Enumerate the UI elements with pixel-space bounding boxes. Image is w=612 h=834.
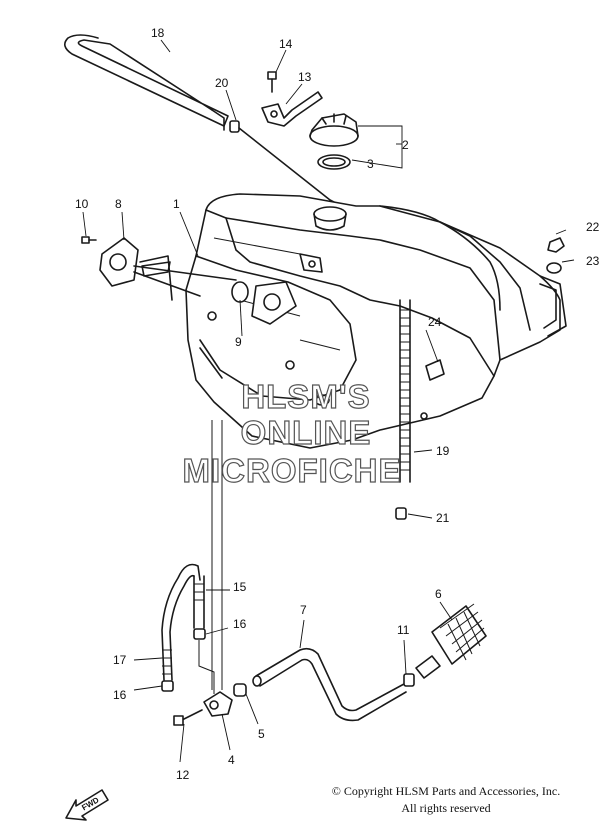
fuel-filter-6 [415, 603, 487, 679]
float-arm [199, 347, 223, 379]
fuel-hose-15 [193, 575, 205, 629]
callout-21: 21 [436, 511, 450, 525]
watermark-line-1: HLSM'S [241, 378, 370, 415]
breather-hose-19 [399, 299, 411, 483]
fuel-hose-17 [161, 563, 201, 681]
breather-hose-18 [64, 34, 229, 131]
callout-2: 2 [402, 138, 409, 152]
callout-16-upper: 16 [233, 617, 247, 631]
callout-1: 1 [173, 197, 180, 211]
callout-14: 14 [279, 37, 293, 51]
callout-13: 13 [298, 70, 312, 84]
fuel-pipe-7 [252, 647, 407, 722]
bolt-10 [81, 236, 97, 244]
damper-22 [547, 237, 565, 253]
watermark: HLSM'S ONLINE MICROFICHE [182, 377, 402, 489]
copyright-line-2: All rights reserved [401, 801, 491, 815]
cap-gasket-3 [317, 154, 351, 170]
callout-15: 15 [233, 580, 247, 594]
callout-numbers: 18 14 13 20 2 3 10 8 1 9 22 23 24 19 21 … [75, 26, 600, 782]
leader-lines [82, 39, 575, 763]
callout-23: 23 [586, 254, 600, 268]
copyright-line-1: © Copyright HLSM Parts and Accessories, … [331, 784, 561, 798]
fuel-cap-2 [309, 113, 359, 147]
callout-6: 6 [435, 587, 442, 601]
callout-10: 10 [75, 197, 89, 211]
callout-8: 8 [115, 197, 122, 211]
bolt-14 [267, 71, 277, 93]
callout-19: 19 [436, 444, 450, 458]
clip-5 [233, 683, 247, 697]
sender-unit-8 [99, 237, 237, 301]
callout-22: 22 [586, 220, 600, 234]
collar-23 [546, 262, 562, 274]
fuel-cock-4 [203, 691, 233, 717]
callout-11: 11 [397, 623, 410, 637]
watermark-line-3: MICROFICHE [183, 452, 402, 489]
clip-11 [403, 673, 415, 687]
callout-7: 7 [300, 603, 307, 617]
callout-17: 17 [113, 653, 127, 667]
hose-phantom [198, 640, 215, 694]
callout-18: 18 [151, 26, 165, 40]
clip-16-lower [161, 680, 174, 692]
callout-9: 9 [235, 335, 242, 349]
callout-24: 24 [428, 315, 442, 329]
callout-5: 5 [258, 727, 265, 741]
clip-20 [229, 120, 240, 133]
bracket-13 [261, 91, 323, 127]
callout-20: 20 [215, 76, 229, 90]
callout-16-lower: 16 [113, 688, 127, 702]
callout-4: 4 [228, 753, 235, 767]
fwd-arrow-icon: FWD [65, 789, 109, 821]
callout-3: 3 [367, 157, 374, 171]
fuel-tank-1 [185, 193, 567, 449]
fuel-line-phantom [211, 420, 223, 690]
bolt-12 [173, 709, 203, 726]
clip-16-upper [193, 628, 206, 640]
watermark-line-2: ONLINE [241, 414, 372, 451]
callout-12: 12 [176, 768, 190, 782]
clip-21 [395, 507, 407, 520]
